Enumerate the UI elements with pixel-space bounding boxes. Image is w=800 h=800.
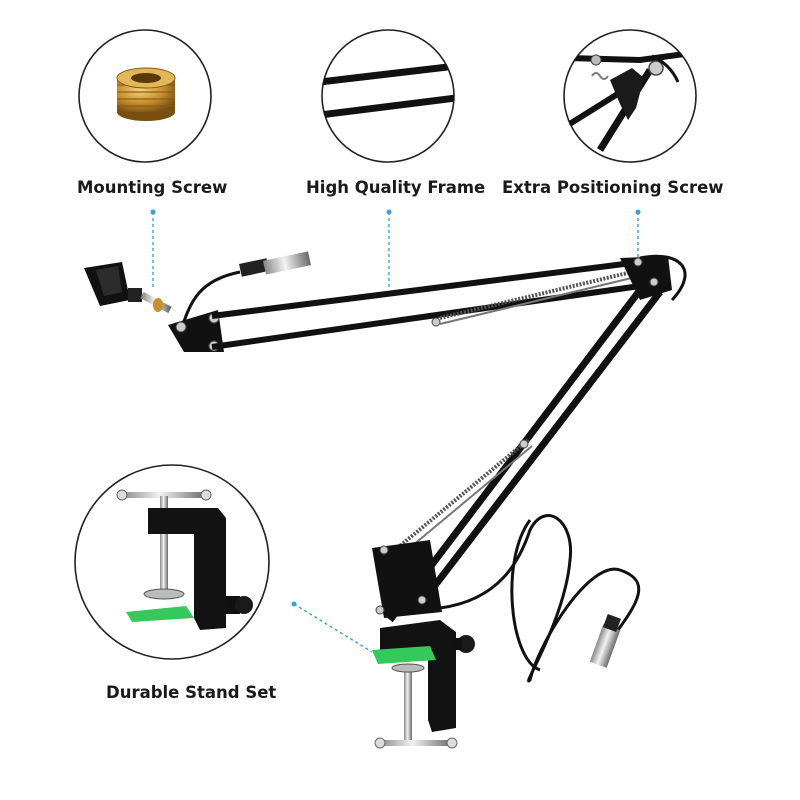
mic-clip-icon <box>84 262 172 314</box>
clamp-closeup-icon <box>116 489 253 630</box>
xlr-top-connector <box>239 258 270 277</box>
label-high-quality-frame: High Quality Frame <box>306 178 486 197</box>
frame-bars-icon <box>322 62 454 119</box>
positioning-screw-detail <box>563 29 697 163</box>
label-mounting-screw: Mounting Screw <box>77 178 228 197</box>
label-extra-positioning-screw: Extra Positioning Screw <box>502 178 724 197</box>
mounting-screw-detail <box>78 29 212 163</box>
xlr-bottom-connector <box>589 624 621 668</box>
leader-lines <box>152 212 639 653</box>
leader-clamp <box>293 603 373 653</box>
label-durable-stand-set: Durable Stand Set <box>106 683 277 702</box>
positioning-knob-icon <box>566 49 696 152</box>
boom-arm <box>84 251 687 749</box>
clamp-detail <box>74 464 270 660</box>
table-clamp-icon <box>372 620 475 749</box>
frame-detail <box>321 29 455 163</box>
brass-adapter-icon <box>116 67 176 121</box>
